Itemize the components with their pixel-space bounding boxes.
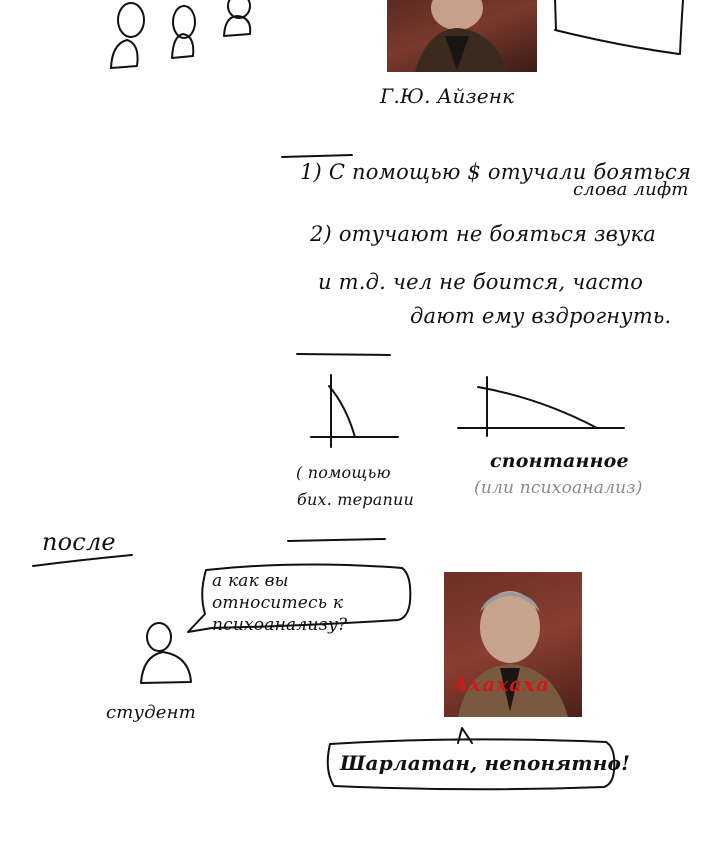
speech-question-text: а как вы относитесь к психоанализу? [212,571,348,635]
portrait-photo-top [387,0,537,72]
portrait-illustration [415,0,509,72]
reply-text: Шарлатан, непонятно! [340,751,631,775]
speech-bubble-question [187,563,412,633]
figure-body [171,33,195,59]
student-label: студент [106,702,196,723]
speech-bubble-reply [326,727,616,791]
graph-left-curve [328,385,356,438]
note-line-3b: дают ему вздрогнуть. [410,304,672,328]
graph-right [457,376,625,437]
divider-lower [287,538,386,542]
sketch-box-top-right [554,0,684,55]
posle-underline [32,554,133,567]
student-head [146,622,172,652]
divider-top [281,154,353,158]
figure-head [227,0,251,19]
graph-right-curve [477,386,598,429]
photo-red-text: Ахахаха [452,672,550,696]
figures-group-top [110,0,252,69]
figure-body [110,39,139,69]
graph-right-label-sub: (или психоанализ) [474,478,643,498]
posle-label: после [42,528,116,556]
student-body [140,651,192,684]
note-line-1b: слова лифт [573,179,689,200]
note-line-3a: и т.д. чел не боится, часто [318,270,644,294]
note-line-1a: 1) С помощью $ отучали бояться [300,160,692,184]
figure-body [223,15,252,37]
figure-head [117,2,145,38]
student-figure [140,622,192,684]
graph-left-label-2: бих. терапии [297,490,415,509]
figure-head [172,5,196,39]
divider-middle [296,353,391,356]
portrait-illustration-bottom [458,591,568,717]
portrait-photo-bottom [444,572,582,717]
caption-top-photo: Г.Ю. Айзенк [380,84,515,108]
graph-left [310,374,399,448]
graph-right-label: спонтанное [490,450,629,472]
note-line-2: 2) отучают не бояться звука [310,222,656,246]
graph-left-label-1: ( помощью [296,463,391,482]
